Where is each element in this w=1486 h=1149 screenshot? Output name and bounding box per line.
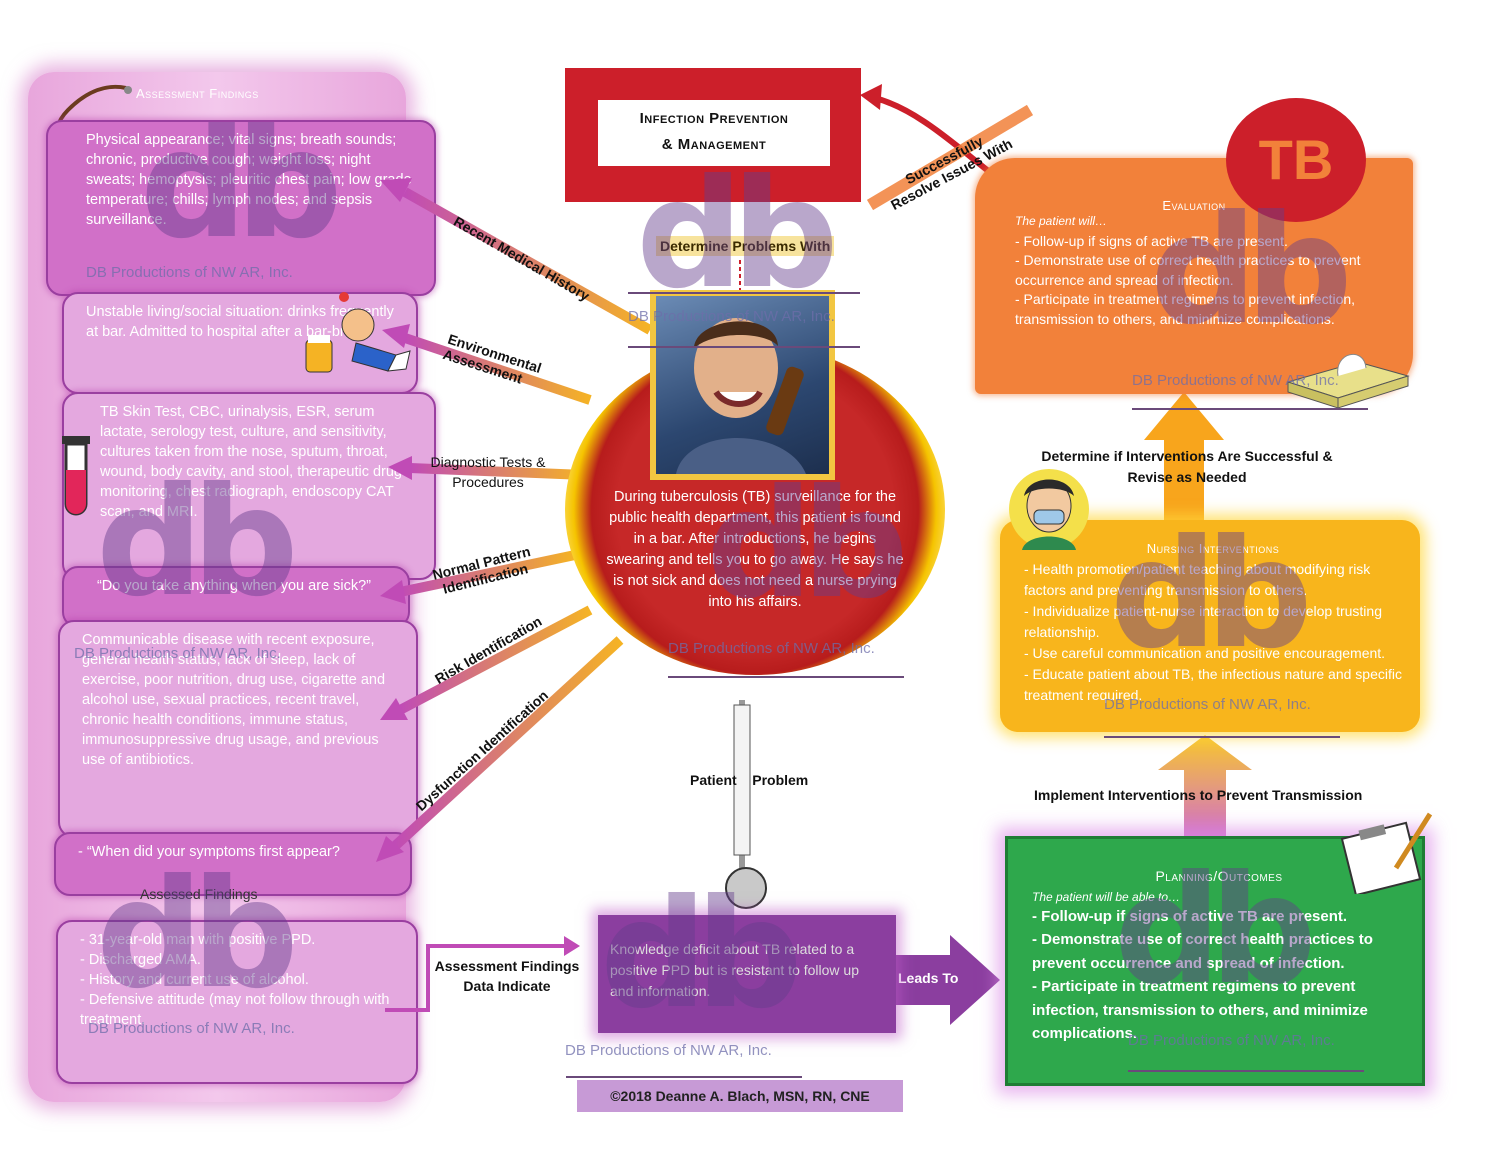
tb-badge: TB — [1226, 98, 1366, 222]
clipboard-icon — [1340, 812, 1433, 894]
assessment-findings-header: Assessment Findings — [136, 86, 259, 101]
infection-title-line2: & Management — [661, 136, 767, 153]
nursing-item-1: - Individualize patient-nurse interactio… — [1024, 603, 1382, 640]
planning-intro: The patient will be able to… — [1032, 889, 1181, 904]
divider-line — [628, 346, 860, 348]
assessed-item-3: - Defensive attitude (may not follow thr… — [80, 992, 390, 1028]
label-leads-to: Leads To — [898, 970, 959, 986]
arrow-environmental — [382, 324, 592, 405]
label-diagnostic: Diagnostic Tests & Procedures — [430, 454, 546, 490]
divider-line — [1132, 408, 1368, 410]
label-determine-success: Determine if Interventions Are Successfu… — [1041, 448, 1333, 485]
assessed-item-0: - 31-year-old man with positive PPD. — [80, 932, 316, 948]
environmental-text: Unstable living/social situation: drinks… — [86, 304, 394, 340]
diagnostic-tests-text: TB Skin Test, CBC, urinalysis, ESR, seru… — [100, 404, 403, 520]
divider-line — [566, 1076, 802, 1078]
divider-line — [668, 676, 904, 678]
question-text-2: - “When did your symptoms first appear? — [78, 844, 340, 860]
patient-problem-text: Knowledge deficit about TB related to a … — [610, 941, 860, 999]
arrow-risk — [380, 605, 593, 720]
assessed-item-2: - History and current use of alcohol. — [80, 972, 309, 988]
nursing-title: Nursing Interventions — [1146, 541, 1280, 556]
risk-factors-text: Communicable disease with recent exposur… — [82, 632, 386, 768]
watermark-9: DB Productions of NW AR, Inc. — [1128, 1032, 1335, 1049]
arrow-dysfunction — [376, 636, 624, 862]
diagnostic-tests-box: TB Skin Test, CBC, urinalysis, ESR, seru… — [62, 392, 436, 580]
arrow-assessment-indicate — [385, 936, 580, 1012]
divider-line — [1128, 1070, 1364, 1072]
patient-image — [676, 318, 806, 474]
watermark-7: DB Productions of NW AR, Inc. — [1132, 372, 1339, 389]
nursing-item-3: - Educate patient about TB, the infectio… — [1024, 666, 1402, 703]
physical-assessment-text: Physical appearance; vital signs; breath… — [86, 132, 412, 228]
watermark-6: DB Productions of NW AR, Inc. — [565, 1042, 772, 1059]
test-tube-icon — [62, 436, 90, 516]
label-determine-problems: Determine Problems With — [656, 236, 835, 256]
arrow-recent-medical-history — [380, 178, 653, 335]
arrow-patient-problem — [725, 700, 767, 909]
assessed-findings-box: - 31-year-old man with positive PPD. - D… — [56, 920, 418, 1084]
patient-problem-box: Knowledge deficit about TB related to a … — [598, 915, 896, 1033]
label-implement: Implement Interventions to Prevent Trans… — [1034, 787, 1363, 803]
label-patient-problem: Patient Problem — [690, 772, 809, 788]
drunk-man-icon — [305, 292, 411, 373]
risk-factors-box: Communicable disease with recent exposur… — [58, 620, 418, 838]
watermark-2: DB Productions of NW AR, Inc. — [628, 308, 835, 325]
arrow-implement — [1158, 735, 1252, 836]
infection-title-line1: Infection Prevention — [639, 110, 789, 127]
evaluation-item-2: - Participate in treatment regimens to p… — [1015, 291, 1356, 327]
assessed-item-1: - Discharged AMA. — [80, 952, 201, 968]
watermark-5: DB Productions of NW AR, Inc. — [88, 1020, 295, 1037]
nurse-icon — [1009, 469, 1089, 550]
watermark-8: DB Productions of NW AR, Inc. — [1104, 696, 1311, 713]
arrow-normal-pattern — [380, 550, 577, 604]
scenario-text: During tuberculosis (TB) surveillance fo… — [606, 489, 904, 610]
nursing-item-2: - Use careful communication and positive… — [1024, 645, 1386, 661]
question-box-1: “Do you take anything when you are sick?… — [62, 566, 410, 628]
nursing-interventions-box: Nursing Interventions - Health promotion… — [1000, 520, 1420, 732]
nursing-item-0: - Health promotion/patient teaching abou… — [1024, 561, 1371, 598]
question-box-2: - “When did your symptoms first appear? — [54, 832, 412, 896]
planning-item-1: - Demonstrate use of correct health prac… — [1032, 931, 1373, 972]
watermark-1: DB Productions of NW AR, Inc. — [86, 264, 293, 281]
assessed-findings-header: Assessed Findings — [140, 886, 258, 902]
divider-line — [628, 292, 860, 294]
patient-photo — [650, 290, 835, 480]
infection-prevention-title: Infection Prevention & Management — [598, 100, 830, 166]
planning-title: Planning/Outcomes — [1155, 868, 1283, 884]
watermark-4: DB Productions of NW AR, Inc. — [74, 645, 281, 662]
evaluation-item-1: - Demonstrate use of correct health prac… — [1015, 252, 1361, 288]
copyright: ©2018 Deanne A. Blach, MSN, RN, CNE — [577, 1080, 903, 1112]
question-text-1: “Do you take anything when you are sick?… — [96, 578, 372, 594]
watermark-3: DB Productions of NW AR, Inc. — [668, 640, 875, 657]
arrow-diagnostic — [388, 456, 586, 480]
label-assessment-indicate: Assessment Findings Data Indicate — [434, 958, 580, 994]
divider-line — [1104, 736, 1340, 738]
evaluation-title: Evaluation — [1162, 198, 1226, 213]
arrow-leads-to — [890, 935, 1000, 1025]
planning-item-0: - Follow-up if signs of active TB are pr… — [1032, 907, 1348, 925]
planning-item-2: - Participate in treatment regimens to p… — [1032, 978, 1368, 1042]
tissue-box-icon — [1286, 353, 1410, 409]
evaluation-item-0: - Follow-up if signs of active TB are pr… — [1015, 232, 1288, 249]
arrow-determine-success — [1144, 392, 1224, 520]
evaluation-intro: The patient will… — [1015, 214, 1108, 228]
